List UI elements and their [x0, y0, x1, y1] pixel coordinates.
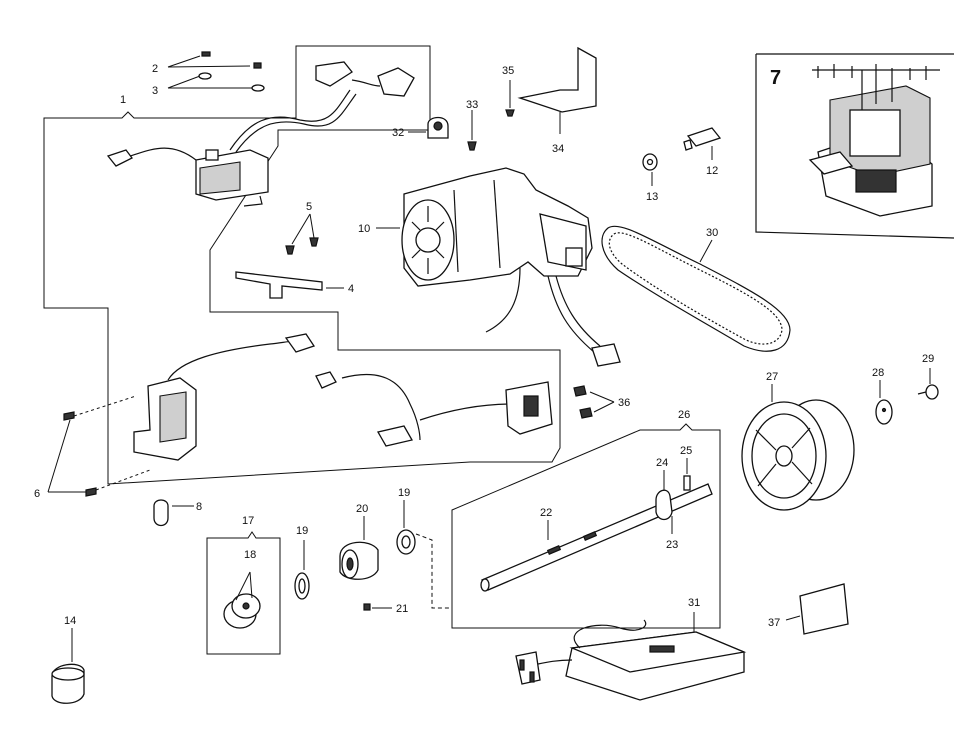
callout-6: 6: [34, 488, 40, 500]
inset-7: [756, 54, 954, 238]
callout-28: 28: [872, 367, 884, 379]
setscrew-25: [684, 458, 690, 490]
screws-2: [168, 52, 261, 68]
callout-4: 4: [348, 283, 354, 295]
callout-23: 23: [666, 539, 678, 551]
shaft-22: [481, 484, 712, 591]
collar-23-24: [656, 470, 672, 534]
callout-18: 18: [244, 549, 256, 561]
callout-34: 34: [552, 143, 564, 155]
callout-12: 12: [706, 165, 718, 177]
washers-3: [168, 73, 264, 91]
callout-13: 13: [646, 191, 658, 203]
callout-30: 30: [706, 227, 718, 239]
screw-35: [506, 80, 514, 116]
callout-36: 36: [618, 397, 630, 409]
bulb-8: [154, 500, 194, 526]
callout-8: 8: [196, 501, 202, 513]
callout-14: 14: [64, 615, 76, 627]
bracket-4: [236, 272, 344, 298]
callout-21: 21: [396, 603, 408, 615]
hub-20: [340, 516, 378, 579]
callout-20: 20: [356, 503, 368, 515]
dashed-link-26: [416, 534, 452, 608]
callout-27: 27: [766, 371, 778, 383]
callout-31: 31: [688, 597, 700, 609]
callout-25: 25: [680, 445, 692, 457]
callout-22: 22: [540, 507, 552, 519]
callout-26: 26: [678, 409, 690, 421]
screws-5: [286, 214, 318, 254]
foot-control-31: [516, 612, 744, 700]
callout-19-right: 19: [398, 487, 410, 499]
callout-35: 35: [502, 65, 514, 77]
screw-21: [364, 604, 392, 610]
motor-10: [376, 168, 620, 366]
callout-2: 2: [152, 63, 158, 75]
callout-32: 32: [392, 127, 404, 139]
knob-14: [52, 628, 84, 703]
callout-10: 10: [358, 223, 370, 235]
clip-32: [408, 118, 448, 139]
transformer: [108, 62, 414, 206]
pulley-27: [742, 384, 854, 510]
callout-3: 3: [152, 85, 158, 97]
bracket-34: [520, 48, 596, 134]
callout-29: 29: [922, 353, 934, 365]
callout-33: 33: [466, 99, 478, 111]
callout-19-left: 19: [296, 525, 308, 537]
screws-36: [574, 386, 614, 418]
callout-24: 24: [656, 457, 668, 469]
screw-29: [918, 368, 938, 399]
bushing-18: [224, 572, 260, 628]
card-37: [786, 584, 848, 634]
inset-label-7: 7: [770, 67, 781, 89]
pin-12: [684, 128, 720, 160]
disc-28: [876, 380, 892, 424]
belt-30: [602, 226, 790, 351]
callout-5: 5: [306, 201, 312, 213]
washer-19-right: [397, 500, 415, 554]
switch-assembly: [134, 334, 552, 460]
screw-33: [468, 110, 476, 150]
callout-37: 37: [768, 617, 780, 629]
callout-1: 1: [120, 94, 126, 106]
callout-17: 17: [242, 515, 254, 527]
washer-13: [643, 154, 657, 186]
washer-19-left: [295, 540, 309, 599]
